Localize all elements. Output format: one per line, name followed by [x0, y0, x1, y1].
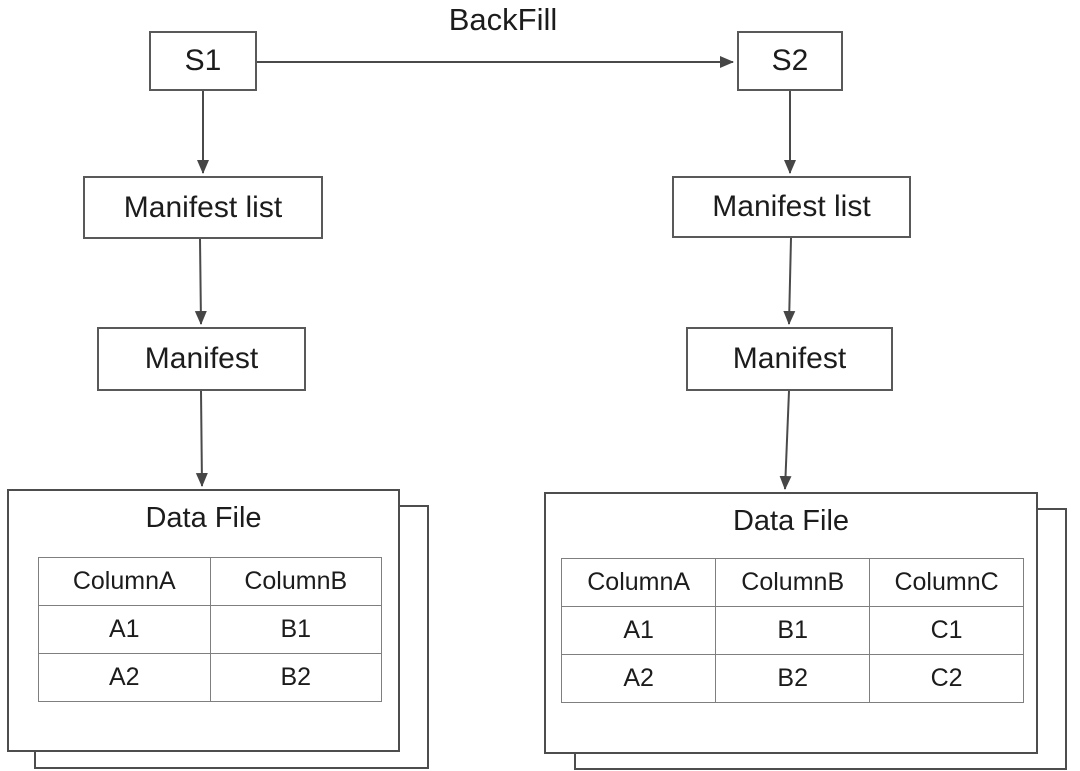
table-cell: B1: [209, 605, 382, 654]
data-file-table-left: ColumnA ColumnB A1 B1 A2 B2: [38, 557, 382, 702]
table-row: A2 B2: [38, 653, 382, 702]
table-header-row: ColumnA ColumnB: [38, 557, 382, 606]
table-header-cell: ColumnB: [715, 558, 871, 607]
table-row: A1 B1: [38, 605, 382, 654]
manifest-label-right: Manifest: [732, 342, 847, 375]
arrow-manifest-to-data-file-right: [779, 390, 792, 490]
data-file-table-right: ColumnA ColumnB ColumnC A1 B1 C1 A2 B2 C…: [560, 558, 1024, 703]
table-cell: A1: [560, 606, 717, 655]
table-header-cell: ColumnA: [560, 558, 717, 607]
manifest-node-left: Manifest: [97, 327, 306, 391]
data-file-title-right: Data File: [732, 505, 850, 537]
manifest-node-right: Manifest: [686, 327, 893, 391]
manifest-list-label-right: Manifest list: [712, 190, 871, 223]
data-file-title-left: Data File: [145, 502, 262, 534]
data-file-card-right: Data File ColumnA ColumnB ColumnC A1 B1 …: [544, 492, 1038, 754]
table-cell: A2: [38, 653, 211, 702]
data-file-card-left: Data File ColumnA ColumnB A1 B1 A2 B2: [7, 489, 400, 752]
table-cell: C1: [869, 606, 1024, 655]
manifest-list-label-left: Manifest list: [123, 190, 283, 224]
manifest-list-node-left: Manifest list: [83, 176, 323, 239]
table-cell: B2: [209, 653, 382, 702]
snapshot-s2-node: S2: [737, 31, 843, 91]
table-cell: B1: [715, 606, 871, 655]
snapshot-s2-label: S2: [771, 44, 809, 77]
snapshot-s1-node: S1: [149, 31, 257, 91]
manifest-list-node-right: Manifest list: [672, 176, 911, 238]
table-row: A2 B2 C2: [560, 654, 1024, 703]
table-header-cell: ColumnB: [209, 557, 382, 606]
backfill-label: BackFill: [448, 2, 558, 37]
table-cell: C2: [869, 654, 1024, 703]
table-row: A1 B1 C1: [560, 606, 1024, 655]
table-cell: A2: [560, 654, 717, 703]
table-cell: B2: [715, 654, 871, 703]
manifest-label-left: Manifest: [144, 342, 259, 375]
table-header-cell: ColumnA: [38, 557, 211, 606]
table-header-row: ColumnA ColumnB ColumnC: [560, 558, 1024, 607]
table-header-cell: ColumnC: [869, 558, 1024, 607]
arrow-manifest-to-data-file-left: [195, 390, 208, 487]
snapshot-s1-label: S1: [184, 44, 222, 77]
arrow-manifest-list-to-manifest-left: [194, 238, 207, 325]
table-cell: A1: [38, 605, 211, 654]
arrow-manifest-list-to-manifest-right: [783, 237, 796, 325]
